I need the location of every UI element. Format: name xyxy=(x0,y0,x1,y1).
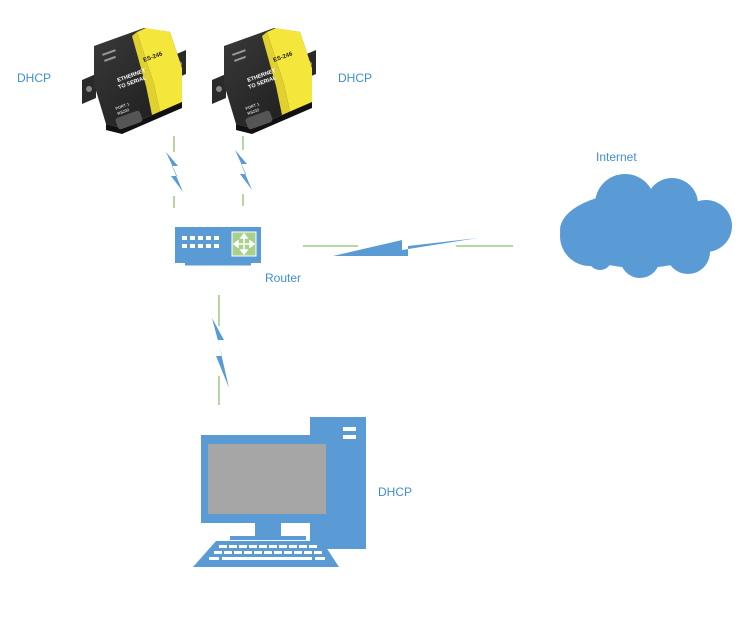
internet-label: Internet xyxy=(596,150,637,164)
wireless-bolt-icon xyxy=(333,238,478,256)
dhcp-label-device-1: DHCP xyxy=(17,71,52,85)
link-device1-router xyxy=(166,136,183,208)
router-icon xyxy=(175,227,261,266)
link-router-internet xyxy=(303,238,513,256)
dhcp-label-computer: DHCP xyxy=(378,485,413,499)
serial-server-icon-2: ETHERNET TO SERIAL ES-246 PORT 1 RS232 xyxy=(212,28,316,134)
wireless-bolt-icon xyxy=(166,152,183,192)
device-port-type-label: RS232 xyxy=(117,107,131,116)
dhcp-label-device-2: DHCP xyxy=(338,71,373,85)
cloud-icon xyxy=(560,174,732,278)
device-port-label: PORT 1 xyxy=(115,101,131,111)
device-port-label: PORT 1 xyxy=(245,101,261,111)
link-router-computer xyxy=(212,295,229,405)
router-label: Router xyxy=(265,271,302,285)
wireless-bolt-icon xyxy=(235,150,252,190)
device-port-type-label: RS232 xyxy=(247,107,261,116)
desktop-computer-icon xyxy=(193,417,366,567)
link-device2-router xyxy=(235,136,252,206)
wireless-bolt-icon xyxy=(212,318,229,388)
serial-server-icon-1: ETHERNET TO SERIAL ES-246 PORT 1 RS232 xyxy=(82,28,186,134)
